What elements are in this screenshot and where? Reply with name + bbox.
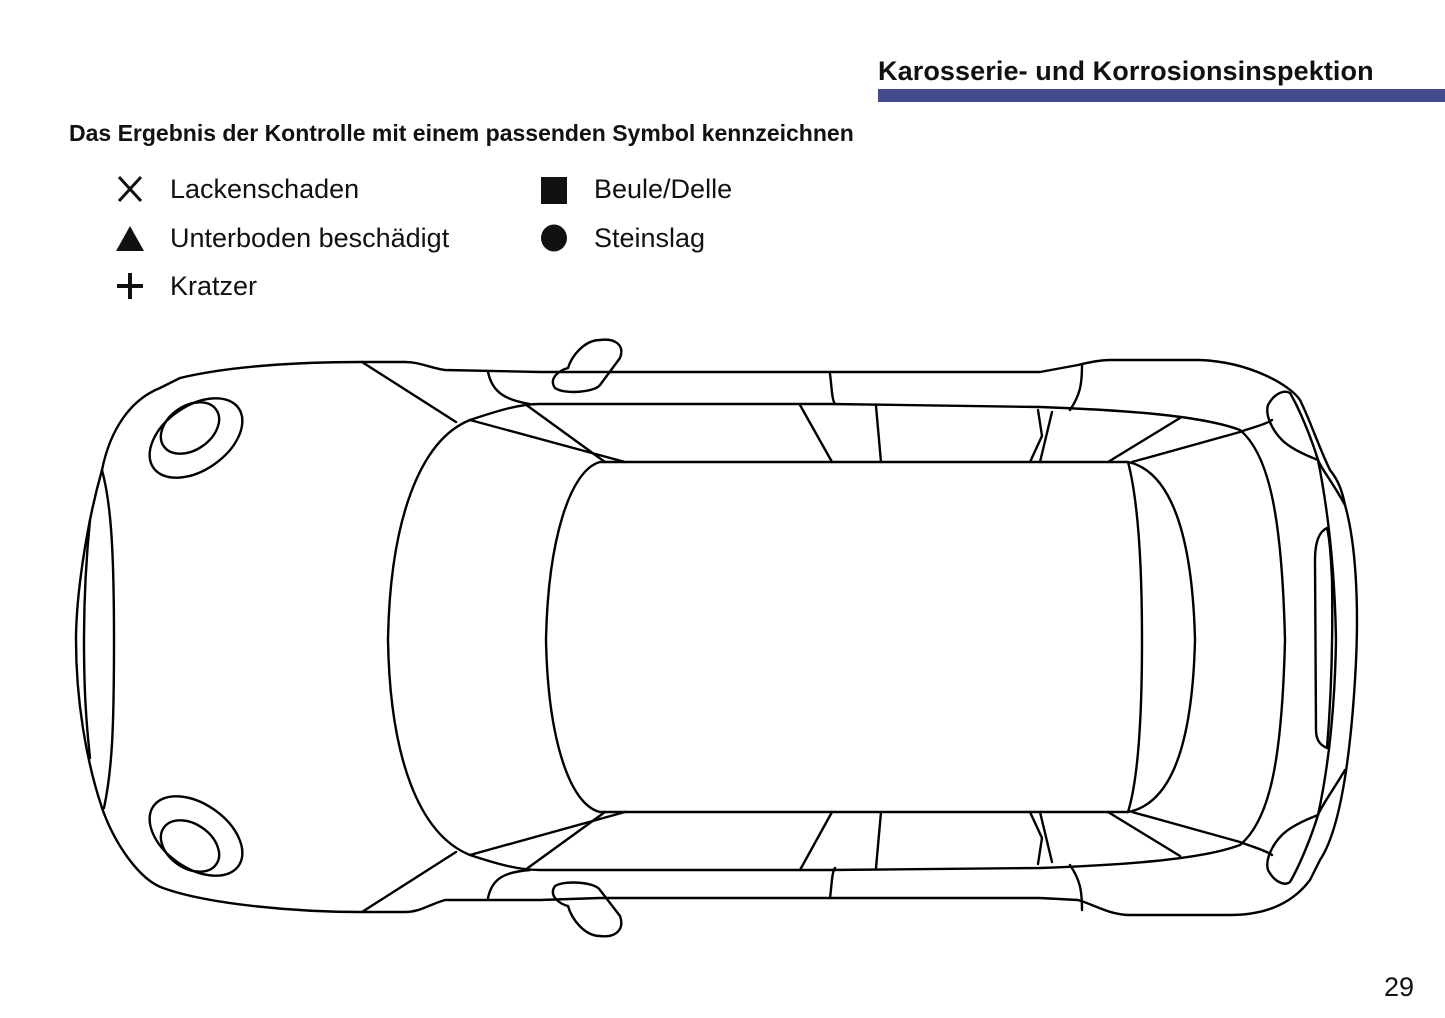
legend-label: Beule/Delle (594, 173, 733, 204)
rear-license-slot (1313, 526, 1334, 750)
instruction-heading: Das Ergebnis der Kontrolle mit einem pas… (69, 120, 854, 146)
legend-label: Steinslag (594, 222, 706, 253)
triangle-icon (114, 222, 146, 254)
x-cross-icon (114, 173, 146, 205)
front-bumper-line (100, 468, 116, 810)
headlight-left-inner (159, 401, 221, 455)
headlight-left-outer (148, 397, 244, 479)
square-icon (538, 173, 570, 205)
legend-item-lackenschaden: Lackenschaden (114, 172, 359, 206)
legend-label: Kratzer (170, 270, 258, 301)
legend-label: Lackenschaden (170, 173, 360, 204)
legend-label: Unterboden beschädigt (170, 222, 450, 253)
mirror-left (551, 338, 623, 394)
legend-item-unterboden: Unterboden beschädigt (114, 221, 449, 255)
greenhouse-outline (386, 402, 1287, 872)
headlight-right-inner (159, 819, 221, 873)
section-title-underline-bar (878, 89, 1445, 102)
roof-outline (544, 460, 1197, 814)
legend-item-steinslag: Steinslag (538, 221, 705, 255)
legend-item-beule-delle: Beule/Delle (538, 172, 732, 206)
section-title: Karosserie- und Korrosionsinspektion (878, 56, 1374, 86)
taillight-right (1266, 813, 1320, 885)
page-number: 29 (1384, 972, 1415, 1002)
headlight-right-outer (148, 795, 244, 877)
circle-icon (538, 222, 570, 254)
mirror-right (551, 881, 623, 938)
front-grille-line (82, 518, 92, 760)
legend-item-kratzer: Kratzer (114, 269, 257, 303)
taillight-left (1266, 390, 1320, 462)
plus-icon (114, 270, 146, 302)
car-body-outline (74, 358, 1359, 917)
